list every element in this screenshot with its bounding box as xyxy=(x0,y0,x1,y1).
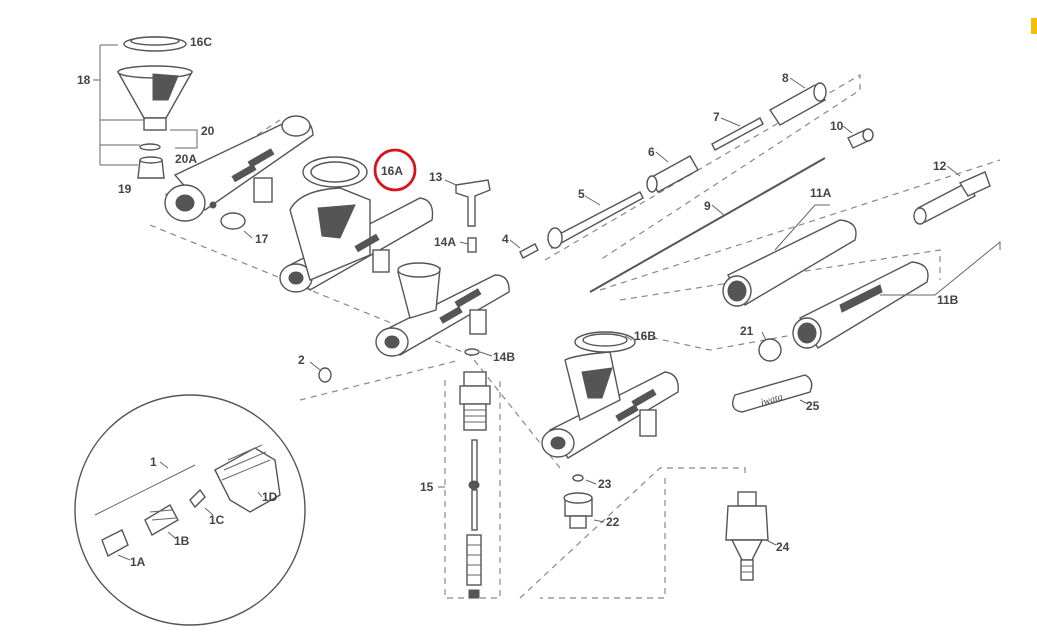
part-8 xyxy=(768,84,827,126)
cup-o-ring xyxy=(139,143,161,151)
label-9: 9 xyxy=(704,199,711,213)
label-12: 12 xyxy=(933,159,947,173)
label-20: 20 xyxy=(201,124,215,138)
nozzle-detail-circle xyxy=(74,394,306,626)
part-11B-handle xyxy=(792,240,1001,349)
gravity-cup-group xyxy=(93,36,198,179)
trigger-13 xyxy=(444,179,491,253)
label-2: 2 xyxy=(298,353,305,367)
label-23: 23 xyxy=(598,477,612,491)
edge-mark xyxy=(1031,18,1037,34)
label-17: 17 xyxy=(255,232,269,246)
part-4 xyxy=(519,243,539,259)
part-23-ring xyxy=(572,474,597,485)
airbrush-body-1 xyxy=(164,115,314,222)
label-7: 7 xyxy=(713,110,720,124)
label-5: 5 xyxy=(578,187,585,201)
part-10 xyxy=(842,125,874,149)
part-9-needle xyxy=(589,157,826,293)
label-11B: 11B xyxy=(937,293,959,307)
part-1A xyxy=(101,529,129,558)
part-7-spring xyxy=(711,117,764,151)
label-11A: 11A xyxy=(810,186,832,200)
part-1C xyxy=(189,488,206,509)
label-16A: 16A xyxy=(381,164,403,178)
airbrush-body-4 xyxy=(541,331,679,459)
label-25: 25 xyxy=(806,399,820,413)
airbrush-body-3 xyxy=(375,262,510,357)
part-24-fitting xyxy=(725,491,777,581)
label-20A: 20A xyxy=(175,152,197,166)
part-2-o-ring xyxy=(309,361,332,383)
part-17-knob xyxy=(220,212,253,239)
label-21: 21 xyxy=(740,324,754,338)
label-24: 24 xyxy=(776,540,790,554)
part-22-valve xyxy=(563,492,605,529)
label-16B: 16B xyxy=(634,329,656,343)
label-16C: 16C xyxy=(190,35,212,49)
part-21-o-ring xyxy=(758,331,782,362)
label-1D: 1D xyxy=(262,490,278,504)
part-14B xyxy=(464,348,480,356)
label-14A: 14A xyxy=(434,235,456,249)
label-4: 4 xyxy=(502,232,509,246)
label-22: 22 xyxy=(606,515,620,529)
label-18: 18 xyxy=(77,73,91,87)
label-10: 10 xyxy=(830,119,844,133)
label-13: 13 xyxy=(429,170,443,184)
part-11A-handle xyxy=(722,204,857,307)
part-1B xyxy=(144,504,179,536)
part-12 xyxy=(913,165,991,225)
part-labels: 16C 18 20 20A 19 17 16A 13 14A 14B 4 5 6… xyxy=(77,35,959,569)
airbrush-body-2 xyxy=(279,156,434,293)
label-1A: 1A xyxy=(130,555,146,569)
label-1B: 1B xyxy=(174,534,190,548)
highlight-circle-16A xyxy=(373,148,417,192)
part-14A xyxy=(467,237,477,253)
label-8: 8 xyxy=(782,71,789,85)
label-15: 15 xyxy=(420,480,434,494)
label-1: 1 xyxy=(150,455,157,469)
label-14B: 14B xyxy=(493,350,515,364)
label-6: 6 xyxy=(648,145,655,159)
label-1C: 1C xyxy=(209,513,225,527)
part-15-valve-assembly xyxy=(438,371,491,599)
part-25-wrench: iwata xyxy=(732,374,813,413)
label-19: 19 xyxy=(118,182,132,196)
needle-parts xyxy=(509,77,827,259)
